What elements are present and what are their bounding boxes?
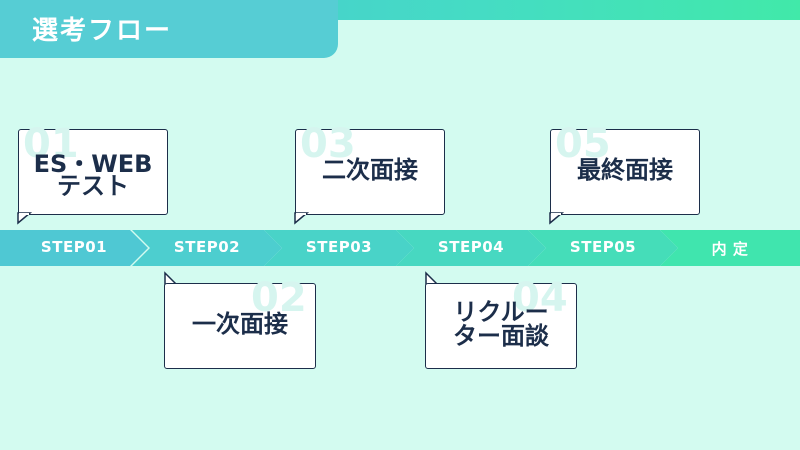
step-2-label: STEP02 — [173, 238, 241, 256]
step-5: STEP05 — [528, 230, 678, 266]
title-tab: 選考フロー — [0, 0, 338, 58]
step-box-5-tail — [549, 212, 565, 225]
step-box-2: 02 一次面接 — [164, 278, 316, 369]
step-box-2-line1: 一次面接 — [192, 310, 288, 338]
step-box-1: 01 ES・WEB テスト — [18, 124, 168, 215]
step-6-label: 内 定 — [711, 240, 749, 258]
step-box-4: 04 リクルー ター面談 — [425, 278, 577, 369]
step-box-1-line2: テスト — [57, 172, 129, 200]
step-box-5-number: 05 — [555, 121, 611, 167]
step-4-label: STEP04 — [437, 238, 505, 256]
step-bar: STEP01 STEP02 STEP03 STEP04 STEP05 内 定 — [0, 230, 800, 266]
step-box-1-line1: ES・WEB — [33, 150, 153, 178]
step-box-3-number: 03 — [300, 121, 356, 167]
step-box-4-line2: ター面談 — [453, 322, 549, 350]
step-4: STEP04 — [396, 230, 546, 266]
step-box-3-tail — [294, 212, 310, 225]
step-box-3-line1: 二次面接 — [322, 156, 418, 184]
page-title: 選考フロー — [32, 16, 173, 46]
step-box-1-tail — [17, 212, 33, 225]
step-3: STEP03 — [264, 230, 414, 266]
step-1: STEP01 — [0, 230, 148, 266]
step-1-label: STEP01 — [40, 238, 108, 256]
step-box-4-number: 04 — [512, 275, 568, 321]
step-2: STEP02 — [132, 230, 282, 266]
step-box-5: 05 最終面接 — [550, 124, 700, 215]
step-box-2-number: 02 — [251, 275, 307, 321]
step-3-label: STEP03 — [305, 238, 373, 256]
step-6: 内 定 — [660, 230, 800, 266]
step-box-5-line1: 最終面接 — [577, 156, 673, 184]
step-box-3: 03 二次面接 — [295, 124, 445, 215]
step-box-1-number: 01 — [23, 121, 79, 167]
step-box-4-line1: リクルー — [453, 298, 549, 326]
step-5-label: STEP05 — [569, 238, 637, 256]
